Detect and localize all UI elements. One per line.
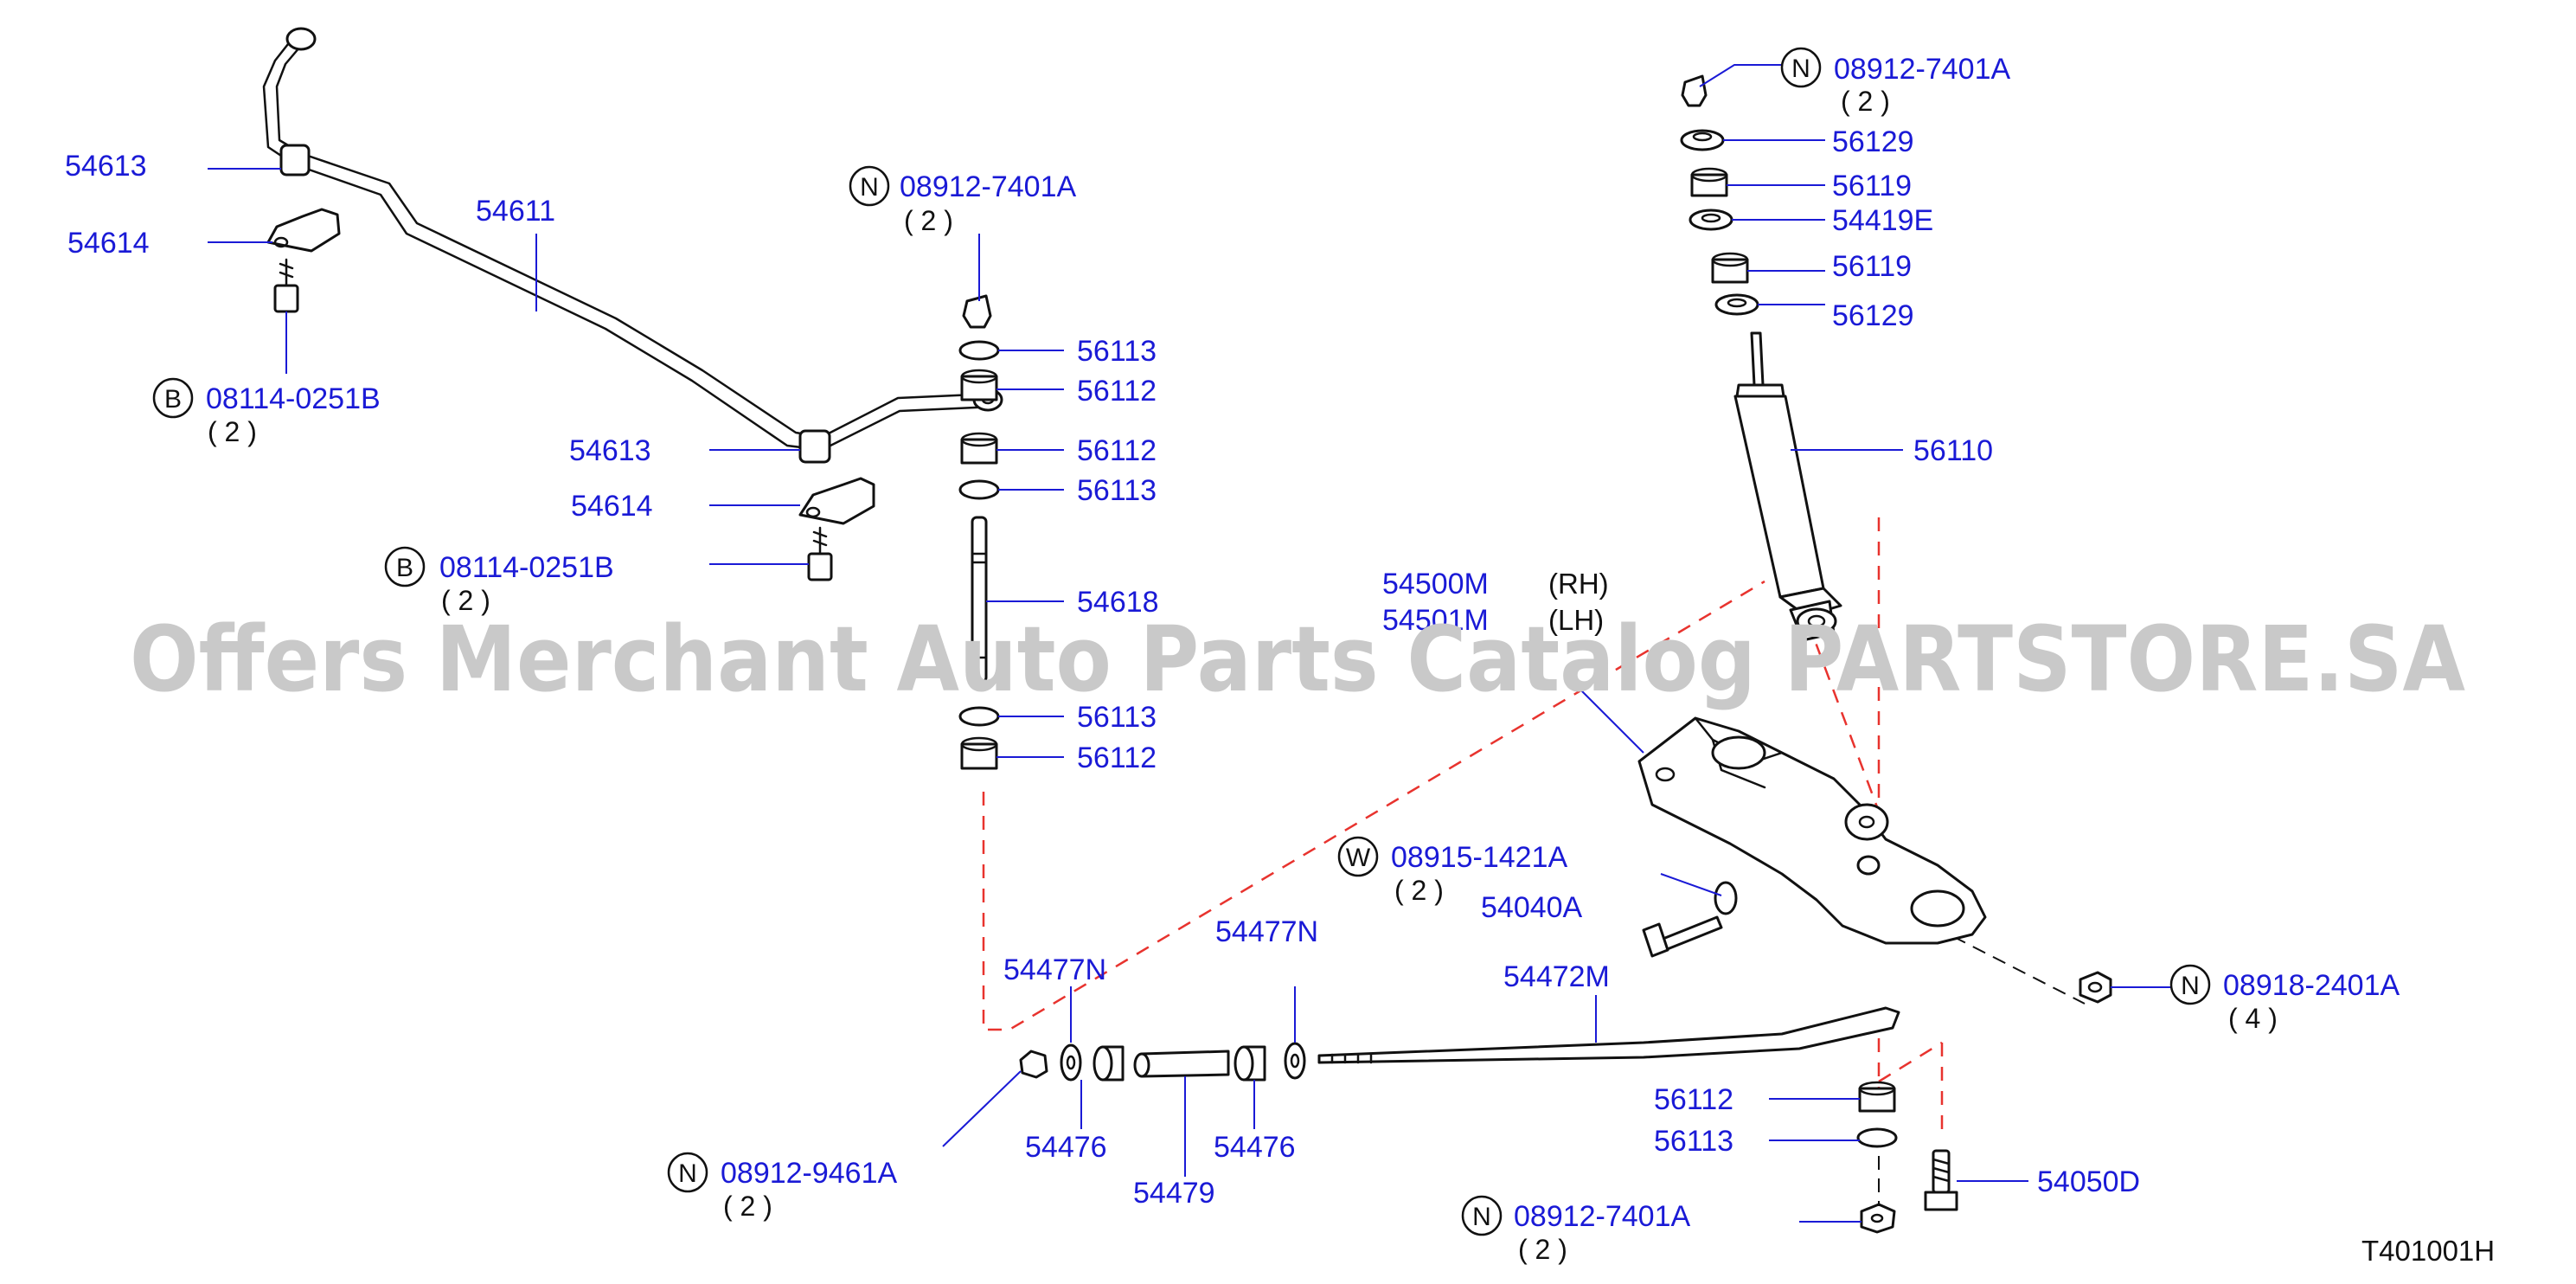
label-08912-bottom-left: 08912-9461A [721,1157,898,1190]
shock-stack [1680,74,1759,316]
label-54614-upper: 54614 [67,227,150,260]
label-08912-bottom: 08912-7401A [1514,1200,1691,1233]
label-56112-d: 56112 [1654,1083,1733,1116]
nut-08918 [2079,971,2112,1004]
label-54611: 54611 [476,195,555,228]
rod-bushings [1019,1042,1306,1082]
label-08918: 08918-2401A [2223,969,2400,1002]
qty-08114-lower: ( 2 ) [441,585,490,616]
label-54613-upper: 54613 [65,150,147,183]
badge-letter: B [164,385,182,414]
lower-stack [1856,1081,1898,1234]
label-54477n-right: 54477N [1215,915,1318,948]
badge-w: W [1337,836,1379,877]
label-56112-c: 56112 [1077,742,1157,774]
lower-link [1637,716,1987,945]
qty-08912-upper-left: ( 2 ) [904,205,953,236]
label-08114-lower: 08114-0251B [439,551,614,584]
label-08912-upper-left: 08912-7401A [900,170,1077,203]
bracket-54614-lower [798,477,875,525]
label-56119-a: 56119 [1832,170,1912,202]
qty-08912-bottom-left: ( 2 ) [723,1191,772,1222]
bushing-54613-upper [279,144,311,177]
label-54419e: 54419E [1832,204,1933,237]
part-labels: 54613 54614 54611 08114-0251B ( 2 ) 5461… [65,53,2400,1265]
label-54479: 54479 [1133,1177,1215,1210]
label-08915: 08915-1421A [1391,841,1568,874]
side-lh: (LH) [1548,604,1604,636]
qty-08912-bottom: ( 2 ) [1518,1234,1567,1265]
badge-letter: B [396,554,413,582]
watermark-text: Offers Merchant Auto Parts Catalog PARTS… [130,607,2465,712]
label-54618: 54618 [1077,586,1159,619]
badge-b-lower: B [384,546,426,587]
label-54050d: 54050D [2037,1165,2140,1198]
label-56113-b: 56113 [1077,474,1157,507]
bolt-54040a [1642,915,1723,958]
label-56129-b: 56129 [1832,299,1914,332]
label-08912-top-right: 08912-7401A [1834,53,2011,86]
label-54477n-left: 54477N [1003,953,1106,986]
label-56113-a: 56113 [1077,335,1157,368]
label-56110: 56110 [1913,434,1993,467]
bolt-08114-upper [273,258,299,313]
qty-08918: ( 4 ) [2228,1003,2278,1034]
bolt-08114-lower [807,526,833,581]
badge-letter: N [1472,1203,1491,1231]
badge-n-top-right: N [1780,47,1822,88]
badge-letter: N [860,173,879,202]
badge-letter: N [678,1159,697,1188]
badge-n-bottom-left: N [667,1152,708,1193]
tension-rod [1317,1006,1900,1064]
badge-n-bottom: N [1461,1195,1503,1236]
label-56113-c: 56113 [1077,701,1157,734]
badge-n-upper-left: N [849,165,890,207]
side-rh: (RH) [1548,568,1609,600]
label-54500m: 54500M [1382,568,1489,600]
label-54472m: 54472M [1503,960,1610,993]
qty-08912-top-right: ( 2 ) [1841,86,1890,117]
bushing-54613-lower [798,429,831,464]
label-56112-b: 56112 [1077,434,1157,467]
badge-letter: N [2181,972,2200,1000]
badge-letter: N [1791,55,1810,83]
label-54476-left: 54476 [1025,1131,1107,1164]
badge-b-upper: B [152,377,194,419]
label-54501m: 54501M [1382,604,1489,637]
label-54040a: 54040A [1481,891,1583,924]
qty-08114-upper: ( 2 ) [208,416,257,447]
washer-08915 [1714,881,1738,915]
leader-lines [208,64,2171,1223]
label-56129-a: 56129 [1832,125,1914,158]
link-stack [958,294,1000,770]
shock-absorber [1733,331,1842,642]
diagram-reference: T401001H [2361,1235,2495,1267]
bracket-54614-upper [266,208,341,253]
label-54613-lower: 54613 [569,434,651,467]
qty-08915: ( 2 ) [1394,875,1444,906]
label-54614-lower: 54614 [571,490,653,523]
label-08114-upper: 08114-0251B [206,382,381,415]
label-56113-d: 56113 [1654,1125,1733,1158]
badge-letter: W [1346,844,1371,872]
label-54476-right: 54476 [1214,1131,1296,1164]
bolt-54050d [1924,1149,1958,1211]
label-56112-a: 56112 [1077,375,1157,408]
badge-n-right: N [2169,964,2211,1005]
label-56119-b: 56119 [1832,250,1912,283]
